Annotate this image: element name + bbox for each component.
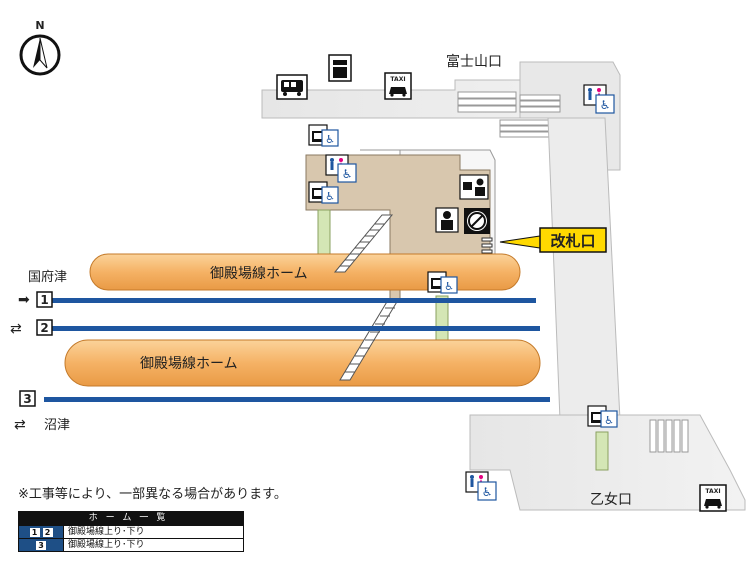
svg-text:♿: ♿	[600, 98, 611, 112]
wheelchair-icon: ♿	[321, 186, 339, 204]
svg-text:♿: ♿	[325, 133, 335, 146]
legend-description: 御殿場線上り･下り	[68, 527, 145, 537]
ticket-gate	[481, 237, 493, 254]
legend-track-number: 1	[29, 527, 40, 537]
wheelchair-icon: ♿	[600, 410, 618, 428]
arrow-right-icon: ➡	[18, 292, 30, 308]
track-3	[44, 397, 550, 402]
track-2-marker: ⇄ 2	[10, 319, 53, 337]
legend-track-number: 3	[36, 540, 46, 550]
legend-description: 御殿場線上り･下り	[68, 540, 145, 550]
svg-text:♿: ♿	[604, 414, 614, 427]
track-2-number: 2	[40, 321, 48, 335]
station-staff-icon	[435, 207, 459, 233]
compass-icon: N	[19, 19, 61, 76]
track-1-marker: ➡ 1	[18, 291, 53, 308]
platform-top: 御殿場線ホーム	[89, 253, 521, 291]
legend-track-number: 2	[42, 527, 53, 537]
platform-bottom: 御殿場線ホーム	[64, 339, 541, 387]
ticket-gate-label: 改札口	[550, 232, 595, 250]
track-1	[44, 298, 536, 303]
svg-text:♿: ♿	[342, 167, 353, 181]
ticket-machine-icon	[328, 54, 352, 82]
bus-icon	[276, 74, 308, 100]
legend-row: 1 2 御殿場線上り･下り	[19, 525, 243, 538]
compass-label: N	[35, 19, 44, 32]
wheelchair-icon: ♿	[337, 163, 357, 183]
elevator-shaft	[595, 431, 609, 471]
taxi-icon: TAXI	[699, 484, 727, 512]
svg-text:♿: ♿	[325, 190, 335, 203]
exit-otome-label: 乙女口	[590, 491, 632, 508]
north-stairs	[457, 91, 561, 138]
track-1-number: 1	[40, 293, 48, 307]
platform-bottom-label: 御殿場線ホーム	[140, 356, 238, 372]
construction-note: ※工事等により、一部異なる場合があります。	[18, 487, 287, 502]
ticket-gate-callout: 改札口	[499, 227, 607, 253]
svg-text:♿: ♿	[444, 280, 454, 293]
exit-fujisan-label: 富士山口	[446, 53, 502, 70]
svg-text:♿: ♿	[482, 485, 493, 499]
legend-row: 3 御殿場線上り･下り	[19, 538, 243, 551]
south-stairs	[649, 419, 689, 453]
wheelchair-icon: ♿	[321, 129, 339, 147]
both-directions-icon: ⇄	[10, 321, 22, 337]
taxi-icon: TAXI	[384, 72, 412, 100]
track-3-marker: 3	[19, 390, 36, 407]
direction-kozu: 国府津	[28, 270, 67, 285]
track-2	[44, 326, 540, 331]
direction-numazu: 沼津	[44, 418, 70, 433]
track-3-number: 3	[23, 392, 31, 406]
platform-legend: ホーム一覧 1 2 御殿場線上り･下り 3 御殿場線上り･下り	[18, 511, 244, 552]
taxi-label: TAXI	[705, 488, 720, 495]
wheelchair-icon: ♿	[440, 276, 458, 294]
wheelchair-icon: ♿	[595, 94, 615, 114]
wheelchair-icon: ♿	[477, 481, 497, 501]
platform-top-label: 御殿場線ホーム	[210, 266, 308, 282]
ticket-office-icon	[459, 174, 489, 200]
legend-header: ホーム一覧	[19, 512, 243, 525]
no-smoking-icon	[464, 208, 490, 234]
both-directions-icon: ⇄	[14, 417, 26, 433]
taxi-label: TAXI	[390, 76, 405, 83]
